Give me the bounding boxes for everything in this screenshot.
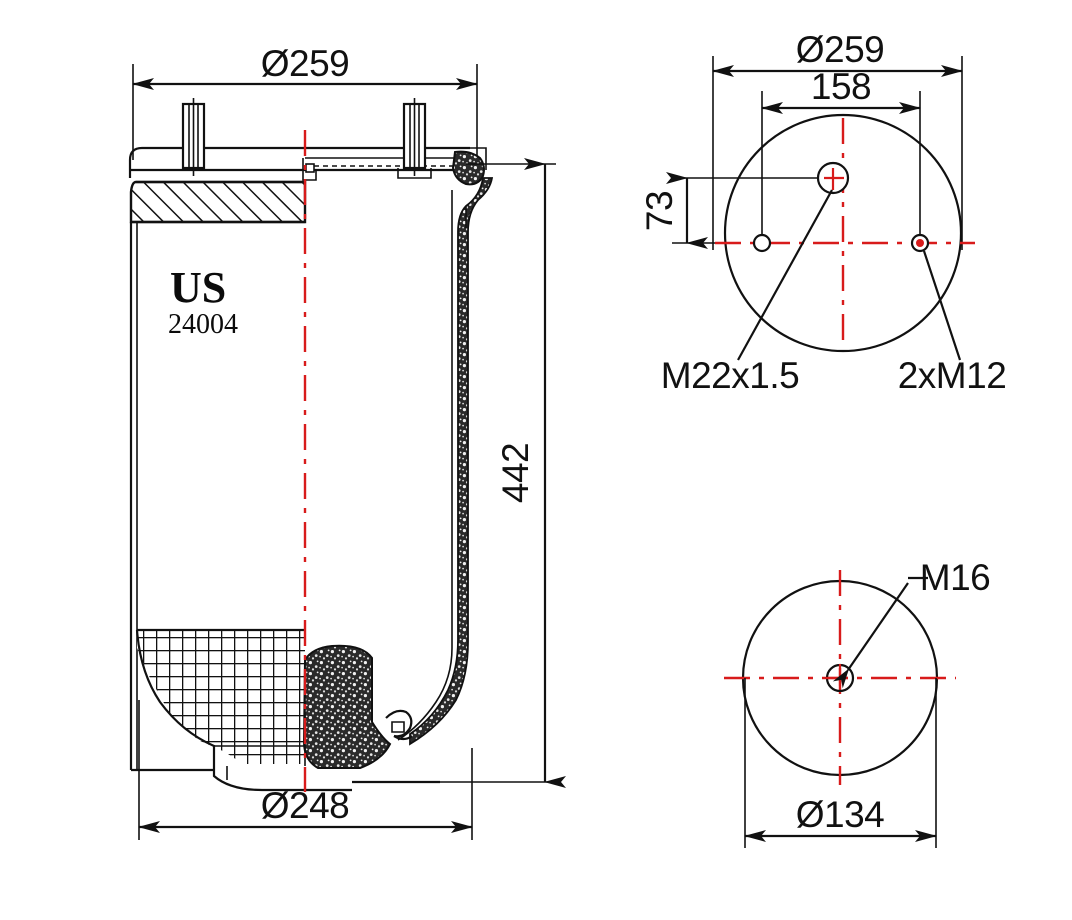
- bellows-right-wall: [409, 177, 494, 746]
- plate-outer-circle: [723, 113, 963, 353]
- bottom-piston-view: M16 Ø134: [724, 557, 991, 848]
- section-hatch-band: [129, 180, 307, 224]
- part-number-label: 24004: [168, 309, 238, 340]
- mounting-hole-left: [752, 233, 772, 253]
- dimension-piston-diameter: Ø134: [744, 678, 937, 848]
- dim-label-piston-diameter: Ø134: [796, 794, 885, 835]
- dim-label-bolt-spacing: 158: [811, 66, 871, 107]
- dimension-port-offset: 73: [639, 172, 830, 249]
- dim-label-top-diameter: Ø259: [261, 43, 350, 84]
- bottom-rubber-bumper: [302, 644, 392, 769]
- callout-air-port-thread: M22x1.5: [661, 355, 799, 396]
- main-section-view: Ø259: [128, 43, 566, 840]
- dim-label-overall-height: 442: [495, 443, 536, 503]
- stud-left: [181, 98, 206, 176]
- top-plate-view: Ø259 158 73: [639, 29, 1007, 396]
- brand-label: US: [170, 263, 226, 312]
- leader-mounting-studs: [922, 250, 962, 361]
- piston-bowl-outline: [131, 766, 440, 792]
- leader-piston-stud: [832, 582, 909, 689]
- callout-piston-stud-thread: M16: [920, 557, 990, 598]
- top-plate-outline: [128, 146, 470, 170]
- dim-label-bottom-diameter: Ø248: [261, 785, 350, 826]
- dimension-bolt-spacing: 158: [761, 66, 921, 250]
- top-bead-crimp: [451, 147, 487, 186]
- dim-label-port-offset: 73: [639, 191, 680, 231]
- bottom-clamp-bracket: [385, 709, 413, 741]
- dim-label-plate-diameter: Ø259: [796, 29, 885, 70]
- dimension-bottom-diameter: Ø248: [138, 700, 473, 840]
- callout-mounting-studs: 2xM12: [898, 355, 1007, 396]
- dimension-plate-diameter: Ø259: [712, 29, 963, 250]
- bellows-inner-contour: [397, 190, 453, 741]
- dimension-overall-height: 442: [440, 158, 566, 788]
- leader-air-port: [737, 189, 833, 361]
- dimension-top-diameter: Ø259: [132, 43, 478, 160]
- stud-right: [397, 98, 432, 179]
